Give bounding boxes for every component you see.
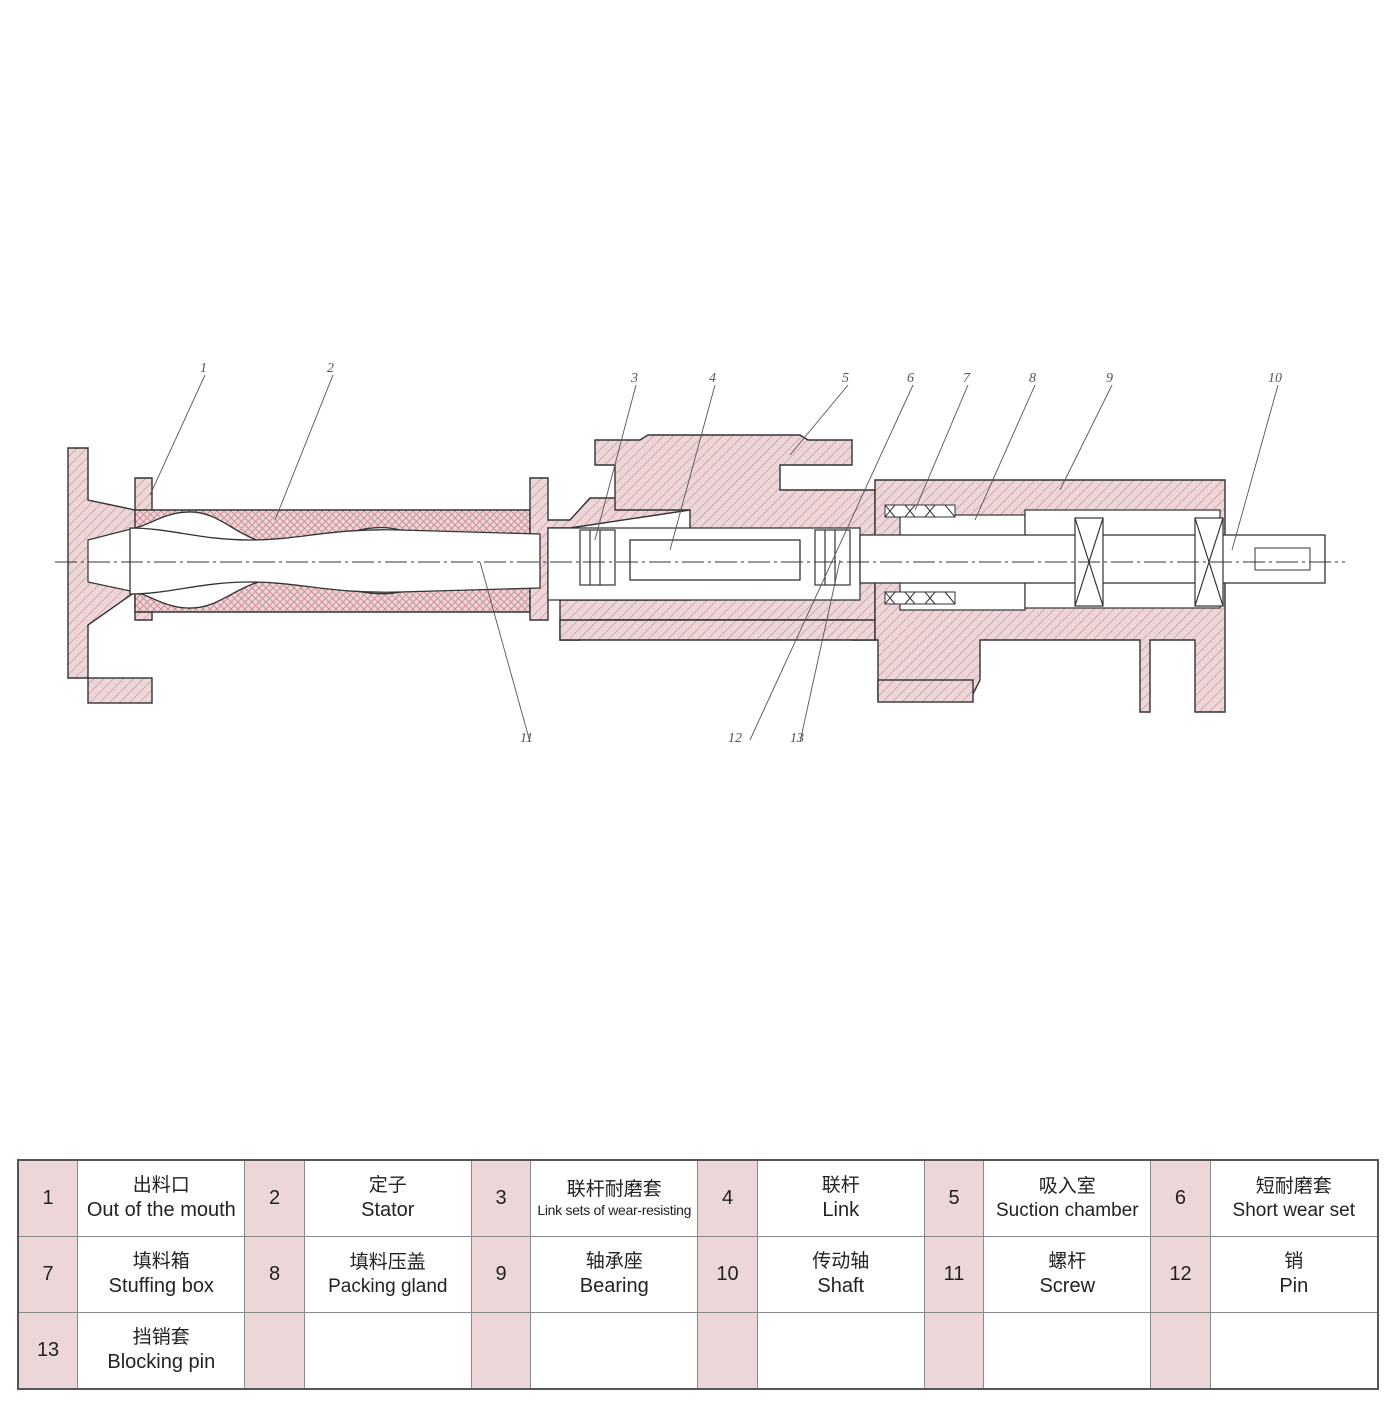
outlet-flange-foot bbox=[87, 677, 153, 704]
part-name-en: Short wear set bbox=[1232, 1199, 1356, 1221]
part-name-zh: 短耐磨套 bbox=[1255, 1174, 1332, 1197]
empty-number-cell bbox=[697, 1312, 758, 1390]
part-name-en: Stator bbox=[361, 1198, 415, 1221]
pump-cross-section-drawing: 1 2 3 4 5 6 7 8 9 10 11 12 13 bbox=[55, 361, 1345, 746]
joint-left bbox=[579, 529, 616, 586]
empty-description-cell bbox=[303, 1312, 472, 1390]
part-number: 4 bbox=[697, 1159, 758, 1237]
part-name-en: Link bbox=[822, 1198, 860, 1221]
empty-number-cell bbox=[1150, 1312, 1211, 1390]
packing-lower bbox=[884, 591, 956, 605]
part-name-zh: 螺杆 bbox=[1048, 1250, 1087, 1273]
shaft-key bbox=[1254, 547, 1311, 571]
callout-6: 6 bbox=[907, 371, 914, 386]
part-name-zh: 填料压盖 bbox=[349, 1250, 426, 1273]
part-number: 10 bbox=[697, 1236, 758, 1313]
empty-description-cell bbox=[756, 1312, 925, 1390]
part-number: 1 bbox=[17, 1159, 79, 1237]
empty-number-cell bbox=[244, 1312, 305, 1390]
part-name-zh: 联杆耐磨套 bbox=[566, 1177, 662, 1200]
empty-description-cell bbox=[530, 1312, 699, 1390]
part-number: 6 bbox=[1150, 1159, 1211, 1237]
part-number: 5 bbox=[923, 1159, 985, 1237]
packing-upper bbox=[884, 504, 956, 518]
part-number: 9 bbox=[470, 1236, 532, 1313]
part-name-en: Packing gland bbox=[328, 1275, 448, 1297]
part-name-en: Shaft bbox=[817, 1274, 865, 1297]
coupling-rod bbox=[629, 539, 801, 581]
callout-13: 13 bbox=[790, 731, 804, 746]
joint-right bbox=[814, 529, 851, 586]
part-name-en: Stuffing box bbox=[108, 1274, 214, 1297]
part-name-zh: 传动轴 bbox=[812, 1250, 870, 1273]
screw-rotor bbox=[129, 527, 541, 595]
callout-4: 4 bbox=[709, 371, 716, 386]
part-name-en: Pin bbox=[1279, 1274, 1309, 1297]
part-number: 2 bbox=[244, 1159, 305, 1237]
part-name-en: Blocking pin bbox=[107, 1350, 216, 1373]
bearing-housing-foot bbox=[877, 679, 974, 703]
part-name-zh: 轴承座 bbox=[585, 1250, 643, 1273]
empty-number-cell bbox=[470, 1312, 532, 1390]
part-name-en: Link sets of wear-resisting bbox=[537, 1201, 692, 1218]
part-name-zh: 出料口 bbox=[132, 1174, 190, 1197]
part-name-zh: 销 bbox=[1284, 1250, 1304, 1273]
part-number: 8 bbox=[244, 1236, 305, 1313]
empty-number-cell bbox=[923, 1312, 985, 1390]
part-number: 3 bbox=[470, 1159, 532, 1237]
callout-9: 9 bbox=[1106, 371, 1113, 386]
part-number: 11 bbox=[923, 1236, 985, 1313]
part-number: 13 bbox=[17, 1312, 79, 1390]
part-name-en: Suction chamber bbox=[995, 1199, 1139, 1221]
part-name-zh: 定子 bbox=[368, 1174, 407, 1197]
callout-7: 7 bbox=[963, 371, 971, 386]
part-name-zh: 联杆 bbox=[821, 1174, 860, 1197]
callout-8: 8 bbox=[1029, 371, 1036, 386]
part-name-en: Screw bbox=[1039, 1274, 1096, 1297]
part-name-zh: 吸入室 bbox=[1038, 1174, 1096, 1197]
callout-3: 3 bbox=[630, 371, 638, 386]
callout-2: 2 bbox=[327, 361, 334, 376]
callout-1: 1 bbox=[200, 361, 207, 376]
callout-10: 10 bbox=[1268, 371, 1282, 386]
callout-5: 5 bbox=[842, 371, 849, 386]
part-name-en: Bearing bbox=[579, 1274, 649, 1297]
part-number: 12 bbox=[1150, 1236, 1211, 1313]
callout-12: 12 bbox=[728, 731, 742, 746]
part-name-zh: 挡销套 bbox=[132, 1326, 190, 1349]
part-name-zh: 填料箱 bbox=[132, 1250, 190, 1273]
callout-11: 11 bbox=[520, 731, 533, 746]
part-name-en: Out of the mouth bbox=[86, 1198, 236, 1221]
suction-bottom-flange bbox=[559, 619, 876, 641]
empty-description-cell bbox=[1209, 1312, 1379, 1390]
empty-description-cell bbox=[983, 1312, 1152, 1390]
part-number: 7 bbox=[17, 1236, 79, 1313]
